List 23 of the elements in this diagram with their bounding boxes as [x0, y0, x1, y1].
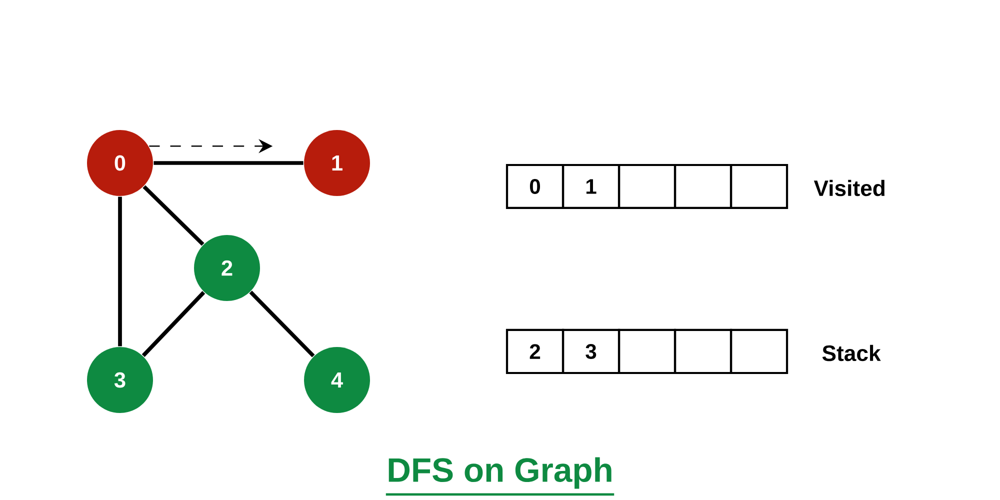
graph-edge	[142, 291, 206, 357]
graph-vertex: 4	[304, 347, 370, 413]
caption: DFS on Graph	[386, 457, 614, 496]
array-cell	[618, 328, 676, 374]
graph-vertex: 3	[87, 347, 153, 413]
array-cell	[730, 164, 788, 210]
graph-vertex: 0	[87, 130, 153, 196]
array-cell	[674, 164, 732, 210]
graph-edge	[154, 161, 304, 165]
array-cell: 2	[506, 328, 564, 374]
graph-vertex: 2	[194, 234, 260, 301]
graph-edge	[118, 196, 122, 346]
array-cell: 1	[562, 164, 620, 210]
graph-edge	[249, 290, 315, 358]
array-label: Visited	[814, 180, 884, 196]
graph-edge	[142, 185, 204, 246]
array-cell	[618, 164, 676, 210]
array-cell	[674, 328, 732, 374]
array-cell: 0	[506, 164, 564, 210]
array-cell: 3	[562, 328, 620, 374]
graph-vertex: 1	[304, 130, 370, 196]
array-cell	[730, 328, 788, 374]
array-label: Stack	[822, 344, 881, 362]
